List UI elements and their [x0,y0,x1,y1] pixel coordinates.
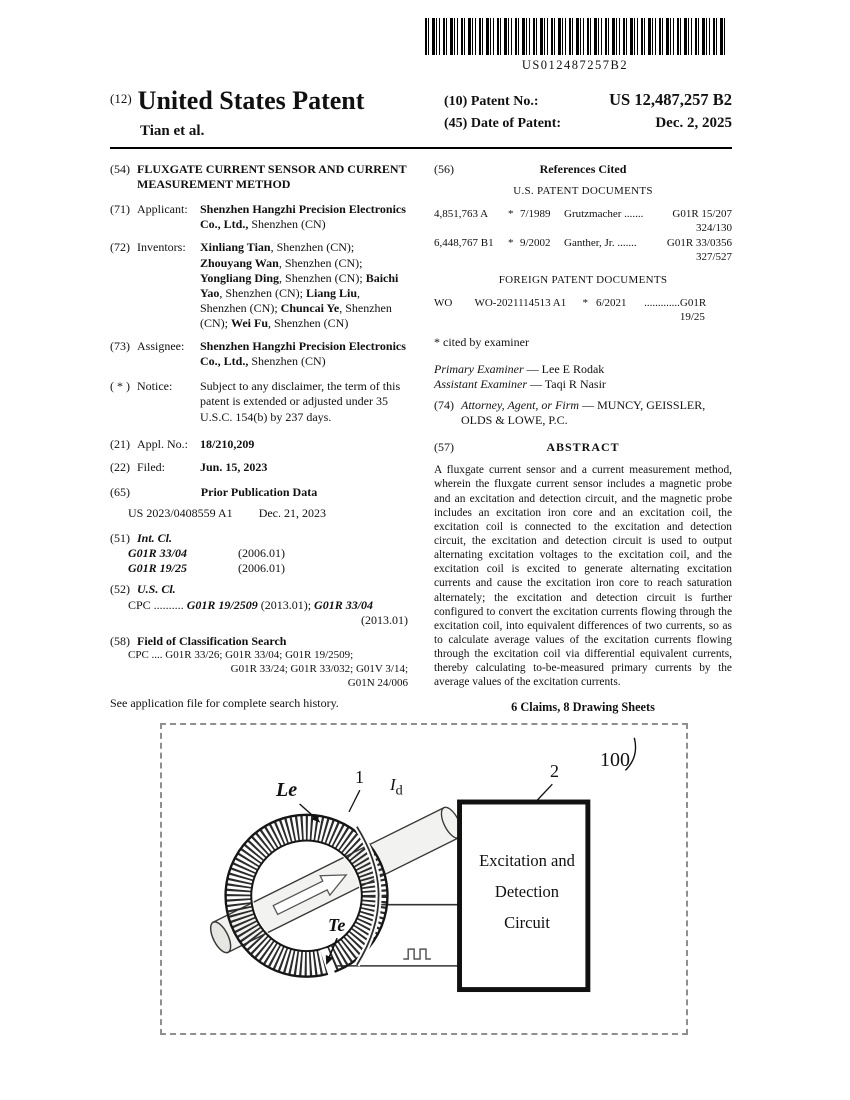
int-cl-heading: Int. Cl. [137,531,173,546]
abstract-heading: ABSTRACT [546,440,620,455]
field-73-assignee: (73) Assignee: Shenzhen Hangzhi Precisio… [110,339,408,369]
field-22-filed: (22) Filed: Jun. 15, 2023 [110,460,408,475]
cited-by-examiner-note: * cited by examiner [434,334,529,349]
us-reference-row: 6,448,767 B1 * 9/2002 Ganther, Jr. .....… [434,236,732,263]
application-number: 18/210,209 [200,436,255,451]
figure-ref-1: 1 [355,767,364,787]
notice-text: Subject to any disclaimer, the term of t… [200,379,401,424]
date-of-patent: Dec. 2, 2025 [655,115,732,131]
field-65-prior-publication: (65) Prior Publication Data US 2023/0408… [110,485,408,521]
header: (12) United States Patent Tian et al. (10… [110,86,732,140]
field-51-int-cl: (51) Int. Cl. G01R 33/04(2006.01) G01R 1… [110,531,408,576]
abstract-text: A fluxgate current sensor and a current … [434,464,732,689]
field-58-classification-search: (58) Field of Classification Search CPC … [110,633,408,711]
primary-examiner-line: Primary Examiner — Lee E Rodak [434,361,605,376]
circuit-box-label: Excitation and Detection Circuit [479,851,575,932]
search-cpc-line2: G01R 33/24; G01R 33/032; G01V 3/14; [230,662,408,675]
inventors-list: Xinliang Tian, Shenzhen (CN); Zhouyang W… [200,240,399,330]
cpc-line: CPC .......... G01R 19/2509 (2013.01); G… [128,597,374,612]
right-column: (56) References Cited U.S. PATENT DOCUME… [434,162,732,715]
barcode-block: US012487257B2 [415,18,735,73]
barcode-icon [425,18,725,55]
search-cpc-line1: CPC .... G01R 33/26; G01R 33/04; G01R 19… [128,648,354,661]
left-column: (54) FLUXGATE CURRENT SENSOR AND CURRENT… [110,162,408,715]
assistant-examiner-line: Assistant Examiner — Taqi R Nasir [434,376,606,391]
toroid-winding-icon [225,814,388,977]
figure-label-te: Te [328,915,346,935]
patent-no-label: (10) Patent No.: [444,94,539,109]
field-72-inventors: (72) Inventors: Xinliang Tian, Shenzhen … [110,240,408,331]
barcode-number: US012487257B2 [521,58,629,72]
figure-label-le: Le [276,779,298,801]
field-56-references: (56) References Cited [434,162,627,176]
header-divider [110,147,732,149]
field-71-applicant: (71) Applicant: Shenzhen Hangzhi Precisi… [110,202,408,232]
cpc-line-continued: (2013.01) [361,612,408,627]
patent-number: US 12,487,257 B2 [609,90,732,109]
field-52-us-cl: (52) U.S. Cl. CPC .......... G01R 19/250… [110,582,408,627]
search-cpc-line3: G01N 24/006 [347,676,408,689]
attorney-line: Attorney, Agent, or Firm — MUNCY, GEISSL… [461,397,706,428]
inventor-party: Tian et al. [140,123,205,139]
foreign-reference-row: WO WO-2021114513 A1 * 6/2021 ...........… [434,297,707,324]
us-patent-documents-heading: U.S. PATENT DOCUMENTS [513,185,653,198]
header-left: (12) United States Patent Tian et al. [110,86,364,140]
field-57-abstract: (57) ABSTRACT [434,440,620,455]
search-history-note: See application file for complete search… [110,696,339,711]
foreign-patent-documents-heading: FOREIGN PATENT DOCUMENTS [498,274,668,287]
figure-drawing [209,737,637,993]
int-cl-row: G01R 33/04(2006.01) [128,546,285,561]
references-cited-heading: References Cited [539,162,627,176]
us-cl-heading: U.S. Cl. [137,582,176,597]
date-of-patent-label: (45) Date of Patent: [444,116,562,131]
kind-code-number: (12) [110,91,132,106]
figure-label-id: Id [390,775,403,799]
field-notice: ( * ) Notice: Subject to any disclaimer,… [110,379,408,424]
field-74-attorney: (74) Attorney, Agent, or Firm — MUNCY, G… [434,398,732,428]
claims-note: 6 Claims, 8 Drawing Sheets [511,699,655,714]
field-21-appl-no: (21) Appl. No.: 18/210,209 [110,437,408,452]
int-cl-row: G01R 19/25(2006.01) [128,561,285,576]
field-54-title: (54) FLUXGATE CURRENT SENSOR AND CURRENT… [110,162,407,192]
biblio-columns: (54) FLUXGATE CURRENT SENSOR AND CURRENT… [110,162,732,715]
filing-date: Jun. 15, 2023 [200,459,268,474]
figure-ref-100: 100 [600,749,630,771]
assignee-name: Shenzhen Hangzhi Precision Electronics C… [200,339,406,369]
page-title: United States Patent [137,86,365,115]
figure-sheet: 100 Le 1 Id 2 Te Excitation and Detectio… [160,723,688,1035]
square-wave-icon [403,948,431,960]
invention-title: FLUXGATE CURRENT SENSOR AND CURRENT MEAS… [137,162,407,192]
circuit-box [457,799,591,993]
us-reference-row: 4,851,763 A * 7/1989 Grutzmacher .......… [434,207,732,235]
field-search-heading: Field of Classification Search [137,633,287,648]
header-right: (10) Patent No.: US 12,487,257 B2 (45) D… [444,86,732,140]
prior-publication-heading: Prior Publication Data [200,484,318,499]
figure-ref-2: 2 [550,761,559,781]
applicant-name: Shenzhen Hangzhi Precision Electronics C… [200,202,406,232]
